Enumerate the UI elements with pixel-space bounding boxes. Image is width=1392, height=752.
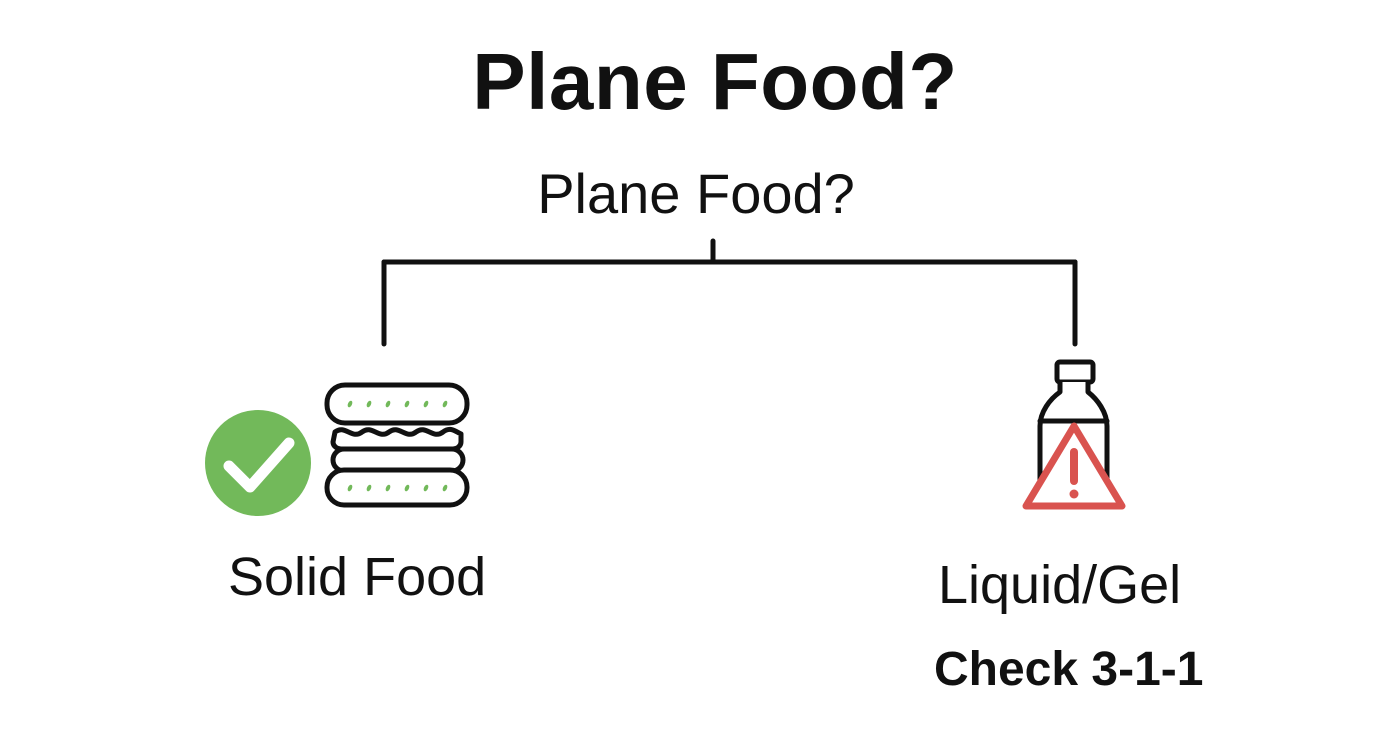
solid-food-label: Solid Food: [228, 547, 487, 607]
liquid-gel-note: Check 3-1-1: [934, 643, 1204, 696]
check-circle-icon: [205, 410, 311, 516]
sesame-dots: [347, 400, 448, 492]
connector-lines: [381, 238, 1078, 347]
root-node-label: Plane Food?: [537, 162, 855, 225]
liquid-gel-label: Liquid/Gel: [938, 555, 1182, 615]
sandwich-icon: [324, 382, 470, 508]
diagram-title: Plane Food?: [472, 37, 958, 126]
warning-triangle-icon: [1022, 422, 1126, 510]
